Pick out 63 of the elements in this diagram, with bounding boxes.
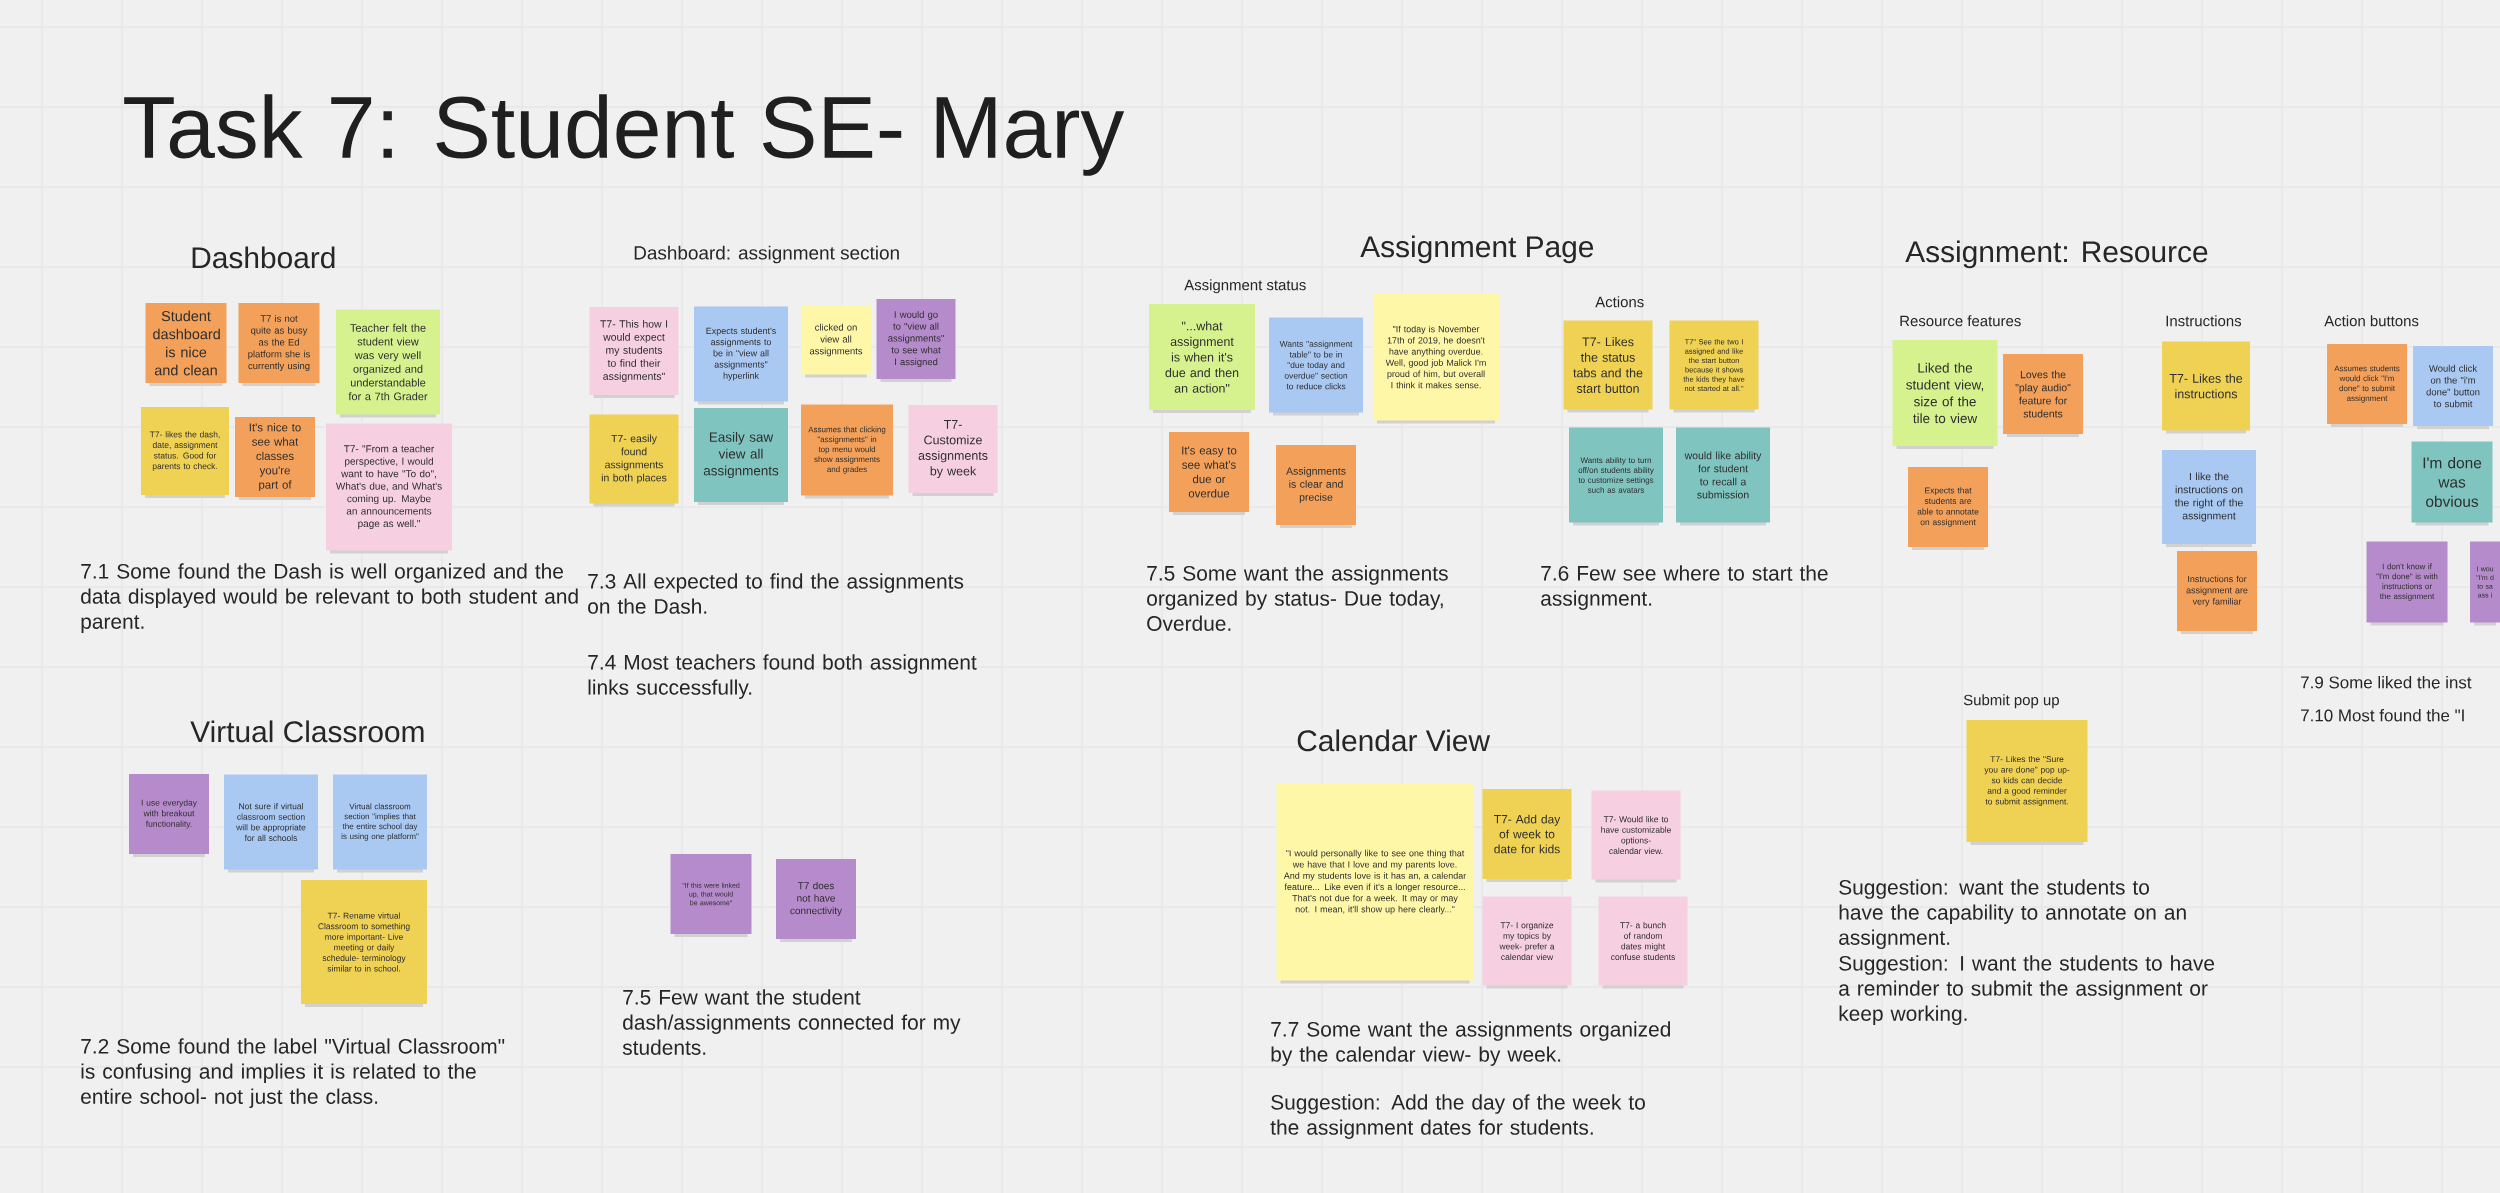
sticky-note: would like ability for student to recall a submission xyxy=(1676,427,1770,526)
sticky-note: Expects that students are able to annotate on assignment xyxy=(1908,467,1989,550)
finding-text: 7.7 Some want the assignments organized by the calendar view- by week. xyxy=(1271,1021,1670,1066)
finding-text: 7.5 Some want the assignments organized by status- Due today, Overdue. xyxy=(1147,565,1448,631)
sticky-note: I use everyday with breakout functionality. xyxy=(129,774,209,857)
sticky-note: Teacher felt the student view was very well organized and understandable for a 7th Grader xyxy=(336,309,440,418)
sticky-note: Easily saw view all assignments xyxy=(694,408,788,505)
finding-text: 7.5 Few want the student dash/assignments connected for my students. xyxy=(622,989,961,1055)
sticky-note: Not sure if virtual classroom section will be appropriate for all schools xyxy=(224,774,318,873)
sticky-note: Expects student's assignments to be in "view all assignments" hyperlink xyxy=(694,306,788,405)
sticky-note: T7- "From a teacher perspective, I would want to have "To do", What's due, and What's coming up. Maybe an announcements page as well." xyxy=(326,423,452,554)
sticky-note: It's nice to see what classes you're part of xyxy=(235,417,315,500)
suggestion-text: Suggestion: I want the students to have a reminder to submit the assignment or keep working. xyxy=(1839,955,2215,1026)
sticky-note: T7- easily found assignments in both places xyxy=(589,414,679,507)
subsection-label: Action buttons xyxy=(2324,315,2419,327)
sticky-note: "...what assignment is when it's due and then an action" xyxy=(1149,304,1255,413)
sticky-note: T7- This how I would expect my students to find their assignments" xyxy=(589,307,679,398)
suggestion-text: Suggestion: Add the day of the week to the assignment dates for students. xyxy=(1270,1094,1645,1139)
sticky-note: T7- Likes the status tabs and the start button xyxy=(1563,320,1653,413)
sticky-note: Student dashboard is nice and clean xyxy=(145,303,227,386)
sticky-note: Instructions for assignment are very familiar xyxy=(2177,551,2258,634)
sticky-note: T7- likes the dash, date, assignment status. Good for parents to check. xyxy=(141,407,229,498)
subsection-label: Actions xyxy=(1595,296,1644,308)
sticky-note: T7- Likes the instructions xyxy=(2162,341,2251,434)
finding-text: 7.2 Some found the label "Virtual Classroom" is confusing and implies it is related to the entire school- not just the class. xyxy=(81,1038,505,1109)
subsection-label: Assignment status xyxy=(1184,279,1306,294)
sticky-note: T7- I organize my topics by week- prefer a calendar view xyxy=(1482,896,1572,989)
sticky-note: T7- Would like to have customizable options- calendar view. xyxy=(1591,790,1681,883)
subsection-label: Instructions xyxy=(2166,315,2242,327)
subsection-label: Dashboard: assignment section xyxy=(634,245,899,264)
sticky-note: I like the instructions on the right of the assignment xyxy=(2162,450,2257,547)
sticky-note: Liked the student view, size of the tile to view xyxy=(1892,340,1998,449)
sticky-note: I'm done was obvious xyxy=(2411,441,2493,526)
sticky-note: Loves the "play audio" feature for students xyxy=(2003,354,2084,437)
finding-text: 7.3 All expected to find the assignments on the Dash. xyxy=(588,573,964,614)
section-heading: Virtual Classroom xyxy=(190,720,424,743)
finding-text: 7.6 Few see where to start the assignment. xyxy=(1541,565,1828,610)
finding-text: 7.9 Some liked the inst xyxy=(2301,676,2472,689)
subsection-label: Resource features xyxy=(1900,315,2021,327)
sticky-note: T7- Add day of week to date for kids xyxy=(1482,789,1572,882)
page-title: Task 7: Student SE- Mary xyxy=(124,94,1125,176)
finding-text: 7.1 Some found the Dash is well organized and the data displayed would be relevant to both student and parent. xyxy=(81,563,578,634)
sticky-note: "If today is November 17th of 2019, he doesn't have anything overdue. Well, good job Malick I'm proud of him, but overall I think it makes sense. xyxy=(1373,293,1499,424)
section-heading: Assignment Page xyxy=(1360,235,1594,264)
sticky-note: Would click on the "i'm done" button to submit xyxy=(2413,346,2494,429)
sticky-note: T7- Likes the "Sure you are done" pop up- so kids can decide and a good reminder to submit assignment. xyxy=(1966,720,2088,845)
section-heading: Dashboard xyxy=(192,246,335,269)
sticky-note: T7- Rename virtual Classroom to something more important- Live meeting or daily schedule- terminology similar to in school. xyxy=(301,880,427,1007)
sticky-note: T7- Customize assignments by week xyxy=(908,405,998,496)
sticky-note: It's easy to see what's due or overdue xyxy=(1169,432,1249,515)
sticky-note: I would go to "view all assignments" to see what I assigned xyxy=(876,299,956,382)
sticky-note: Assignments is clear and precise xyxy=(1276,445,1356,528)
suggestion-text: Suggestion: want the students to have the capability to annotate on an assignment. xyxy=(1839,879,2186,950)
finding-text: 7.4 Most teachers found both assignment links successfully. xyxy=(588,654,977,699)
sticky-note: T7- a bunch of random dates might confuse students xyxy=(1598,896,1688,989)
section-heading: Calendar View xyxy=(1297,729,1491,752)
sticky-note: T7 is not quite as busy as the Ed platform she is currently using xyxy=(238,303,320,386)
sticky-note: clicked on view all assignments xyxy=(801,305,871,378)
sticky-note: T7 does not have connectivity xyxy=(776,859,856,942)
section-heading: Assignment: Resource xyxy=(1905,240,2208,269)
sticky-note: Wants "assignment table" to be in "due today and overdue" section to reduce clicks xyxy=(1269,317,1363,416)
finding-text: 7.10 Most found the "I xyxy=(2301,709,2464,722)
sticky-note: "I would personally like to see one thing that we have that I love and my parents love. And my students love is it has an, a calendar feature... Like even if it's a longer resource... That's not due for a week. It may or may not. I mean, it'll show up here clearly..." xyxy=(1276,783,1474,984)
